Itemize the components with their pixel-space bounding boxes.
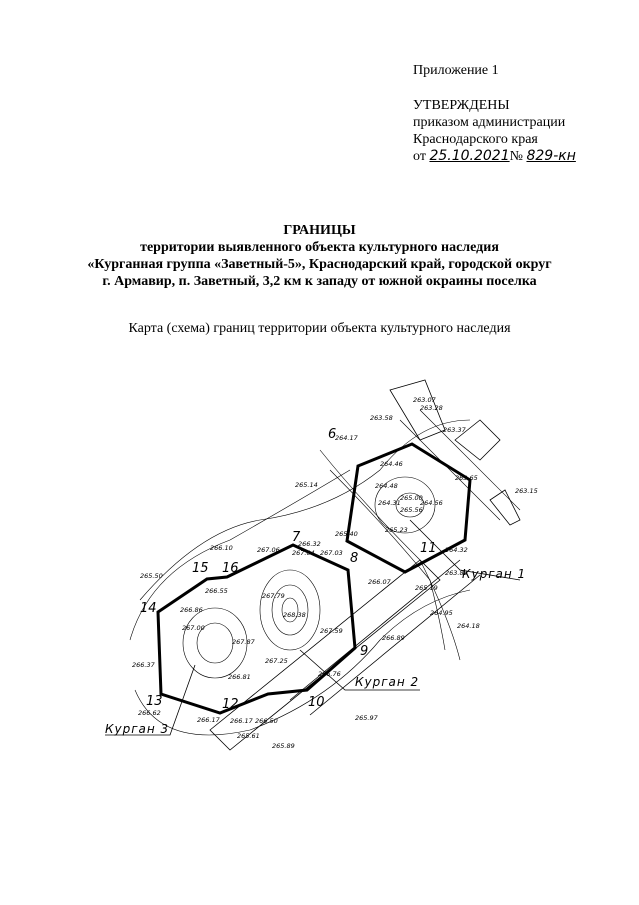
elevation-mark: 267.03: [320, 549, 343, 557]
elevation-mark: 263.58: [370, 414, 393, 422]
number-label: №: [509, 149, 523, 164]
title-line-1: территории выявленного объекта культурно…: [140, 240, 499, 255]
elevation-mark: 263.07: [413, 396, 437, 404]
title-line-2: «Курганная группа «Заветный-5», Краснода…: [87, 257, 552, 272]
elevation-mark: 263.15: [515, 487, 538, 495]
elevation-mark: 265.00: [400, 494, 423, 502]
elevation-mark: 266.32: [298, 540, 321, 548]
elevation-mark: 265.14: [295, 481, 318, 489]
elevation-mark: 263.65: [455, 474, 478, 482]
kurgan-1-boundary: [345, 442, 472, 574]
elevation-mark: 265.61: [237, 732, 260, 740]
kurgan-2-3-boundary: [156, 543, 357, 715]
elevation-mark: 266.89: [382, 634, 405, 642]
road-strips: [209, 379, 521, 751]
elevation-mark: 264.17: [335, 434, 359, 442]
elevation-mark: 264.31: [378, 499, 401, 507]
approval-line-2: Краснодарского края: [413, 132, 538, 147]
approval-date-line: от 25.10.2021№ 829-кн: [413, 148, 576, 165]
boundary-point-label: 6: [328, 427, 336, 442]
elevation-mark: 267.79: [262, 592, 285, 600]
elevation-mark: 264.46: [380, 460, 403, 468]
elevation-mark: 266.55: [205, 587, 228, 595]
boundary-point-label: 12: [222, 697, 239, 712]
elevation-mark: 267.04: [292, 549, 315, 557]
kurgan-1-label: Курган 1: [462, 567, 526, 581]
elevation-mark: 264.32: [445, 546, 468, 554]
elevation-mark: 267.06: [257, 546, 280, 554]
boundary-point-label: 7: [292, 530, 301, 545]
elevation-mark: 266.76: [318, 670, 341, 678]
document-heading: ГРАНИЦЫ: [283, 223, 356, 238]
elevation-mark: 263.37: [443, 426, 467, 434]
title-line-3: г. Армавир, п. Заветный, 3,2 км к западу…: [102, 274, 537, 289]
boundary-point-label: 13: [146, 694, 163, 709]
elevation-mark: 266.10: [210, 544, 233, 552]
elevation-mark: 266.07: [368, 578, 392, 586]
boundary-point-label: 16: [222, 561, 239, 576]
order-date: 25.10.2021: [429, 148, 510, 164]
kurgan-3-label: Курган 3: [105, 722, 169, 736]
kurgan-2-label: Курган 2: [355, 675, 419, 689]
elevation-mark: 263.28: [420, 404, 443, 412]
elevation-mark: 266.81: [228, 673, 251, 681]
elevation-mark: 264.95: [430, 609, 453, 617]
elevation-mark: 265.40: [335, 530, 358, 538]
elevation-mark: 266.62: [138, 709, 161, 717]
boundary-point-label: 10: [308, 695, 325, 710]
approved-label: УТВЕРЖДЕНЫ: [413, 98, 510, 113]
elevation-mark: 267.25: [265, 657, 288, 665]
elevation-mark: 263.89: [445, 569, 468, 577]
elevation-mark: 266.37: [132, 661, 156, 669]
boundary-point-label: 9: [360, 644, 368, 659]
elevation-mark: 266.86: [180, 606, 203, 614]
appendix-label: Приложение 1: [413, 63, 499, 78]
order-number: 829-кн: [526, 148, 576, 164]
boundary-point-label: 15: [192, 561, 209, 576]
elevation-mark: 264.18: [457, 622, 480, 630]
from-label: от: [413, 149, 426, 164]
elevation-mark: 265.50: [140, 572, 163, 580]
map-caption: Карта (схема) границ территории объекта …: [128, 321, 511, 336]
elevation-mark: 266.17: [197, 716, 221, 724]
elevation-mark: 265.97: [355, 714, 379, 722]
elevation-mark: 265.23: [385, 526, 408, 534]
elevation-mark: 267.00: [182, 624, 205, 632]
elevation-mark: 267.87: [232, 638, 256, 646]
elevation-mark: 266.50: [255, 717, 278, 725]
elevation-mark: 265.19: [415, 584, 438, 592]
boundary-point-label: 14: [140, 601, 157, 616]
elevation-mark: 266.17: [230, 717, 254, 725]
boundary-point-label: 8: [350, 551, 358, 566]
elevation-mark: 268.38: [283, 611, 306, 619]
approval-line-1: приказом администрации: [413, 115, 566, 130]
boundary-point-label: 11: [420, 541, 437, 556]
elevation-mark: 267.59: [320, 627, 343, 635]
elevation-mark: 264.56: [420, 499, 443, 507]
elevation-mark: 265.56: [400, 506, 423, 514]
elevation-mark: 265.89: [272, 742, 295, 750]
elevation-mark: 264.48: [375, 482, 398, 490]
contour-lines: [129, 409, 521, 736]
kurgan-leaders: [105, 519, 521, 736]
